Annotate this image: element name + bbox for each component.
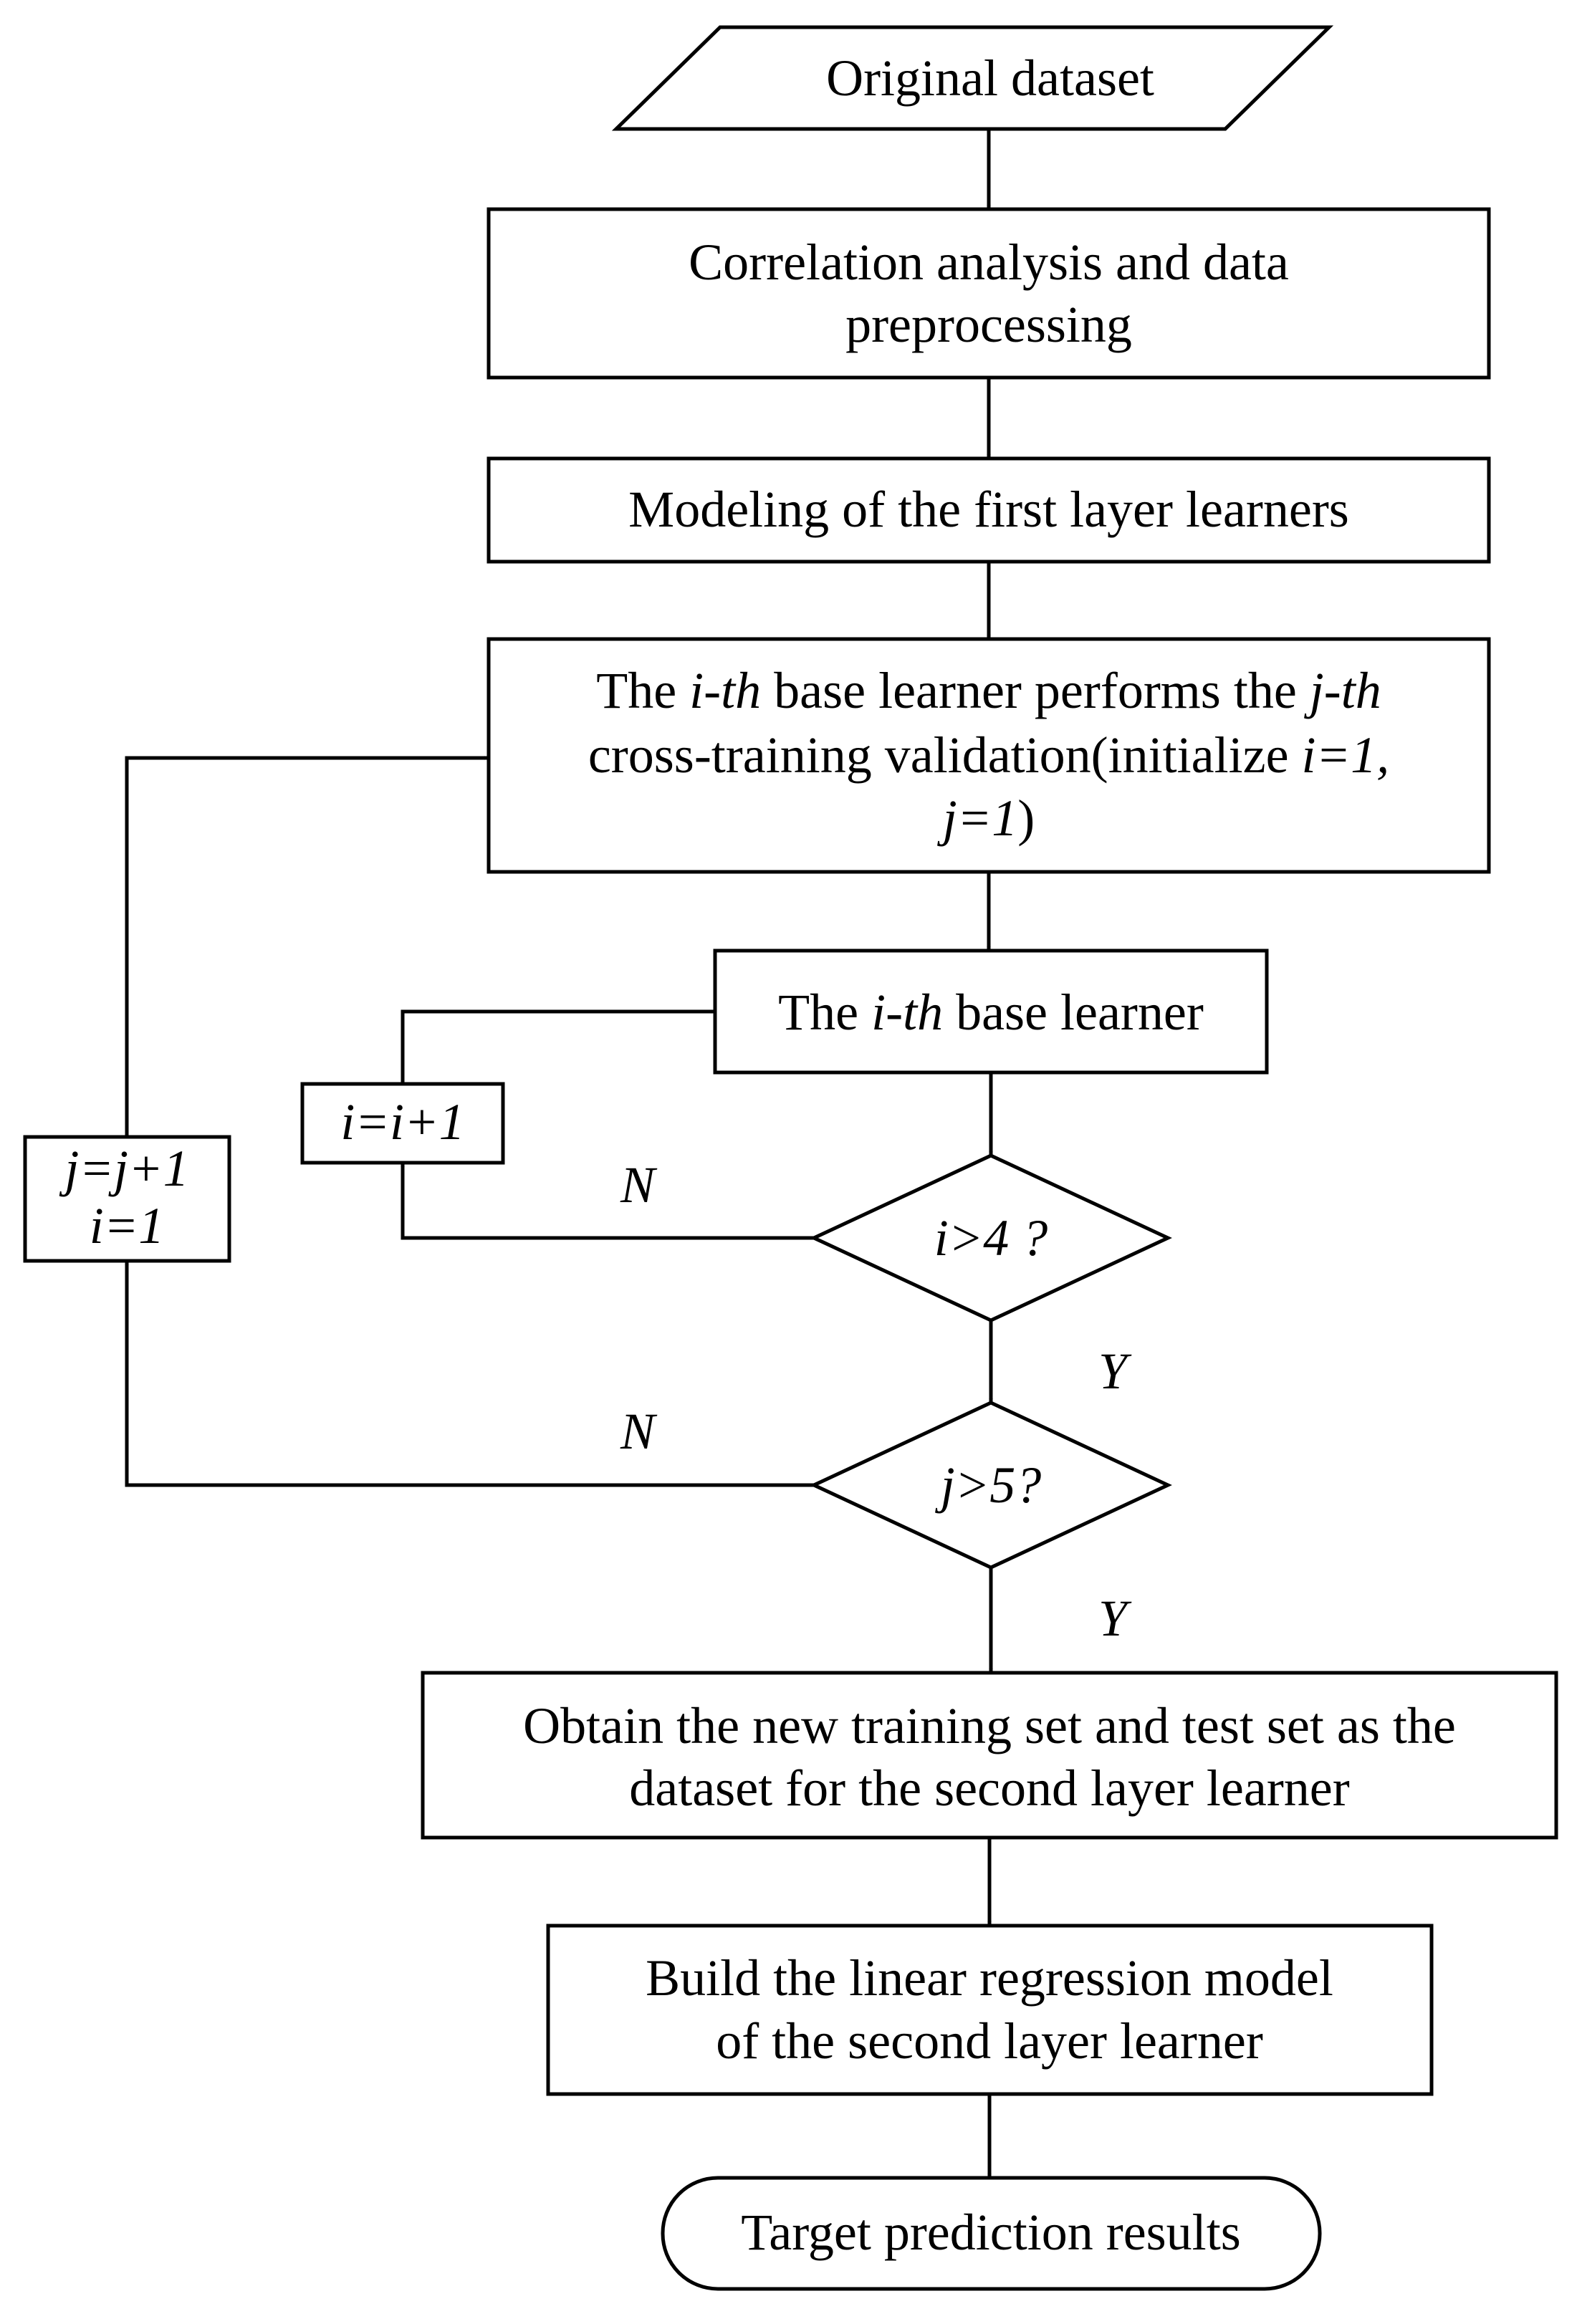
node-increment-i-label: i=i+1 <box>340 1093 464 1151</box>
node-new-dataset-line1: Obtain the new training set and test set… <box>523 1697 1456 1754</box>
node-new-dataset: Obtain the new training set and test set… <box>421 1671 1558 1840</box>
node-cross-training-line3: j=1) <box>937 789 1035 847</box>
node-decision-j: j>5? <box>810 1401 1172 1570</box>
node-correlation-line2: preprocessing <box>845 296 1132 353</box>
node-decision-j-label: j>5? <box>935 1456 1042 1514</box>
node-correlation-line1: Correlation analysis and data <box>689 234 1289 291</box>
edge-label-decision-i-no: N <box>620 1156 658 1214</box>
node-decision-i: i>4 ? <box>810 1153 1172 1322</box>
node-increment-j-line2: i=1 <box>90 1197 165 1254</box>
edge-decision-j-no <box>125 1261 814 1487</box>
node-cross-training-line2: cross-training validation(initialize i=1… <box>588 726 1389 784</box>
node-linear-regression-line1: Build the linear regression model <box>646 1949 1333 2007</box>
node-increment-j: j=j+1 i=1 <box>23 1135 231 1263</box>
node-cross-training: The i-th base learner performs the j-th … <box>486 637 1491 874</box>
node-base-learner: The i-th base learner <box>713 949 1269 1075</box>
node-target-label: Target prediction results <box>741 2204 1240 2261</box>
node-new-dataset-line2: dataset for the second layer learner <box>629 1759 1349 1817</box>
node-linear-regression-line2: of the second layer learner <box>716 2012 1263 2070</box>
node-increment-i: i=i+1 <box>300 1082 505 1165</box>
node-base-learner-label: The i-th base learner <box>778 984 1204 1041</box>
node-target: Target prediction results <box>661 2176 1322 2291</box>
node-modeling-first-layer: Modeling of the first layer learners <box>486 456 1491 564</box>
edge-label-decision-j-no: N <box>620 1403 658 1460</box>
edge-increment-i-to-base-learner <box>401 1009 715 1084</box>
edge-increment-j-to-cross-training <box>125 756 489 1137</box>
node-original-dataset: Original dataset <box>611 25 1334 131</box>
node-cross-training-line1: The i-th base learner performs the j-th <box>596 662 1381 719</box>
edge-label-decision-j-yes: Y <box>1098 1590 1132 1647</box>
edge-label-decision-i-yes: Y <box>1098 1343 1132 1400</box>
node-correlation: Correlation analysis and data preprocess… <box>486 207 1491 380</box>
node-original-dataset-label: Original dataset <box>826 49 1154 107</box>
node-linear-regression: Build the linear regression model of the… <box>546 1924 1434 2096</box>
node-modeling-first-layer-label: Modeling of the first layer learners <box>628 481 1349 538</box>
edge-decision-i-no <box>401 1163 814 1240</box>
node-increment-j-line1: j=j+1 <box>59 1140 188 1197</box>
node-decision-i-label: i>4 ? <box>934 1209 1048 1267</box>
